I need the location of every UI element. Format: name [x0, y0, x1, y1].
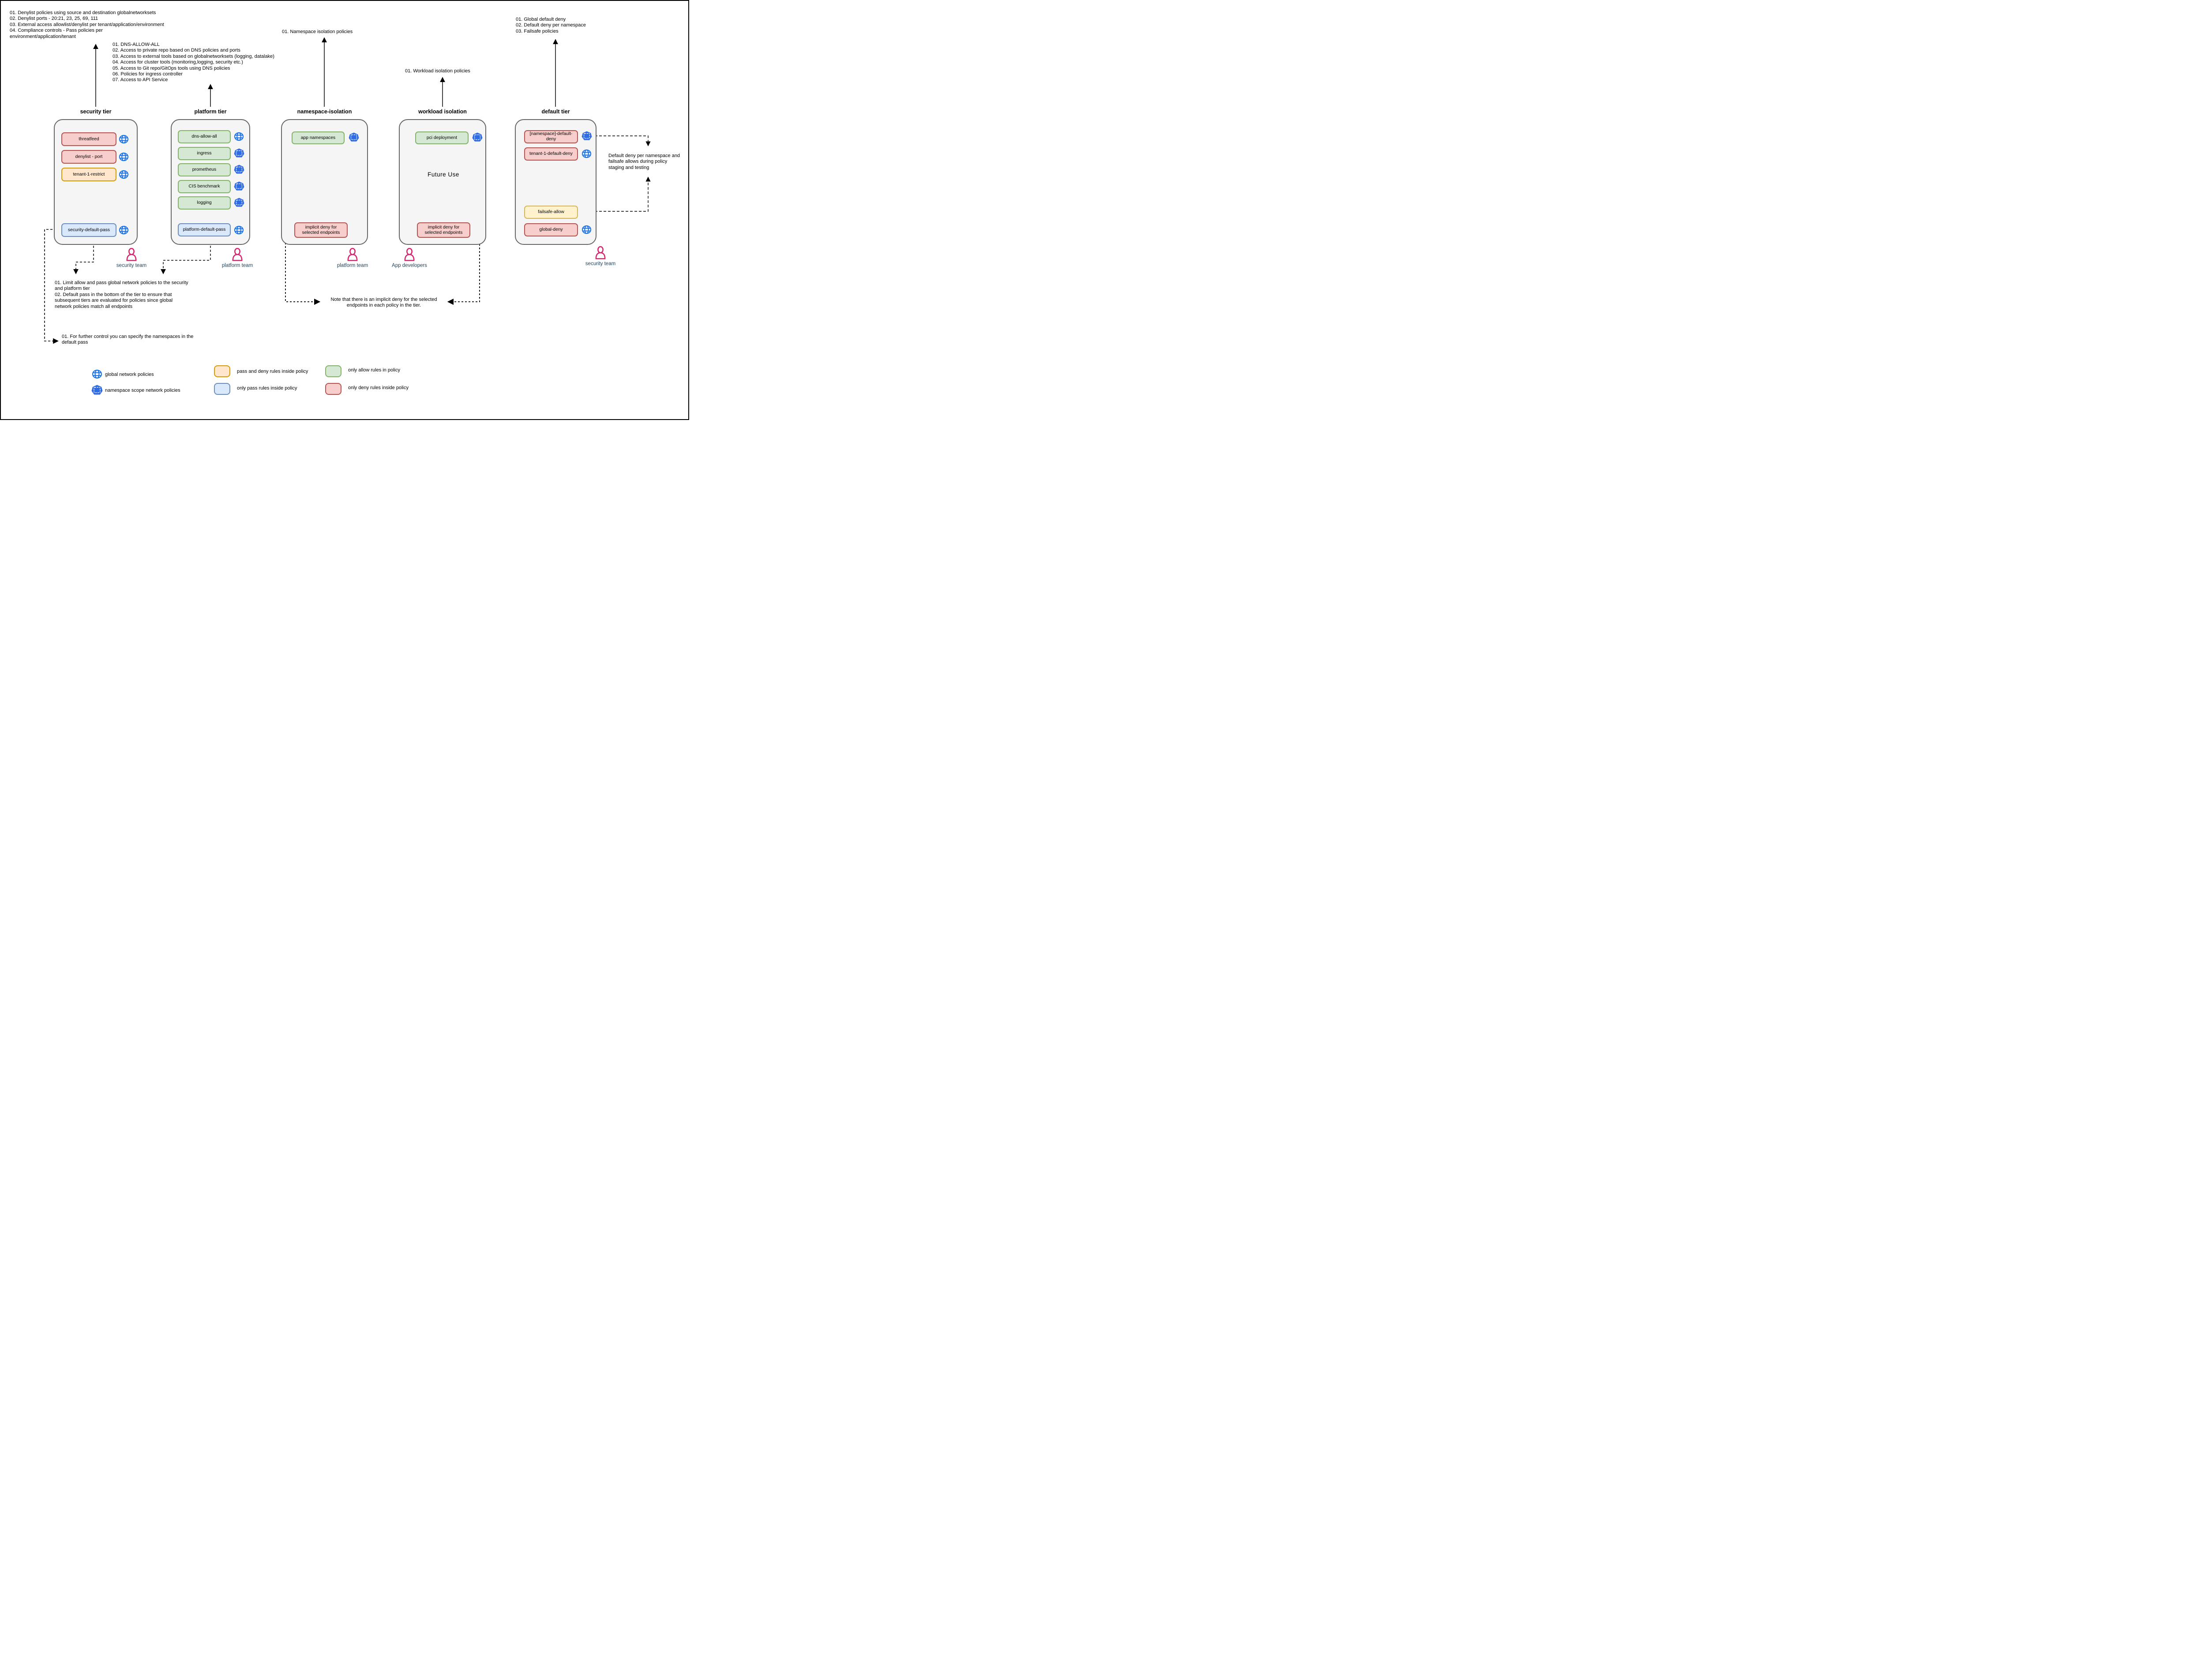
namespace-icon	[234, 198, 244, 210]
person-icon	[213, 248, 262, 261]
team-platform-2: platform team	[328, 248, 377, 268]
policy-implicit-deny: implicit deny for selected endpoints	[417, 222, 470, 238]
team-platform: platform team	[213, 248, 262, 268]
namespace-icon	[234, 148, 244, 160]
namespace-icon	[234, 181, 244, 193]
globe-icon	[119, 152, 129, 164]
further-control-note: 01. For further control you can specify …	[62, 334, 194, 345]
globe-icon	[119, 169, 129, 182]
person-icon	[107, 248, 156, 261]
default-deny-note: Default deny per namespace and failsafe …	[608, 153, 680, 170]
namespace-icon	[91, 385, 103, 398]
tier-title-namespace-isolation: namespace-isolation	[297, 109, 352, 115]
globe-icon	[582, 149, 592, 161]
team-label: platform team	[337, 263, 368, 268]
policy-failsafe-allow: failsafe-allow	[524, 206, 578, 219]
globe-icon	[92, 369, 102, 382]
policy-dns-allow-all: dns-allow-all	[178, 130, 231, 143]
person-icon	[385, 248, 434, 261]
namespace-icon	[472, 132, 483, 144]
policy-global-deny: global-deny	[524, 223, 578, 236]
implicit-deny-note: Note that there is an implicit deny for …	[330, 297, 437, 308]
legend-label-namespace: namespace scope network policies	[105, 388, 180, 393]
platform-tier-note: 01. DNS-ALLOW-ALL 02. Access to private …	[113, 42, 274, 83]
team-security-2: security team	[576, 246, 625, 266]
namespace-icon	[349, 132, 359, 144]
policy-cis-benchmark: CIS benchmark	[178, 180, 231, 193]
legend-label-pass-and-deny: pass and deny rules inside policy	[237, 369, 308, 374]
globe-icon	[582, 225, 592, 237]
policy-namespace-default-deny: [namespace]-default-deny	[524, 130, 578, 143]
policy-pci-deployment: pci deployment	[415, 131, 469, 144]
namespace-icon	[234, 165, 244, 176]
tier-title-security: security tier	[80, 109, 112, 115]
person-icon	[576, 246, 625, 259]
globe-icon	[234, 225, 244, 237]
tier-title-workload-isolation: workload isolation	[418, 109, 467, 115]
globe-icon	[119, 225, 129, 237]
future-use-label: Future Use	[428, 171, 459, 178]
team-security: security team	[107, 248, 156, 268]
legend-label-global: global network policies	[105, 372, 154, 377]
tier-title-platform: platform tier	[194, 109, 227, 115]
team-label: platform team	[221, 263, 253, 268]
workload-isolation-tier-box: pci deployment Future Use implicit deny …	[399, 119, 486, 245]
default-tier-box: [namespace]-default-deny tenant-1-defaul…	[515, 119, 597, 245]
legend-swatch-only-pass	[214, 383, 230, 395]
policy-prometheus: prometheus	[178, 163, 231, 176]
person-icon	[328, 248, 377, 261]
globe-icon	[234, 131, 244, 144]
namespace-icon	[582, 131, 592, 143]
namespace-isolation-note: 01. Namespace isolation policies	[282, 29, 353, 34]
policy-denylist-port: denylist - port	[61, 150, 116, 164]
team-label: App developers	[392, 263, 427, 268]
legend-swatch-only-allow	[325, 365, 341, 377]
platform-tier-box: dns-allow-all ingress prometheus CIS ben…	[171, 119, 250, 245]
policy-logging: logging	[178, 196, 231, 210]
legend-label-only-allow: only allow rules in policy	[348, 368, 400, 373]
team-label: security team	[116, 263, 147, 268]
legend-label-only-pass: only pass rules inside policy	[237, 386, 297, 391]
workload-isolation-note: 01. Workload isolation policies	[405, 68, 470, 74]
diagram-canvas: 01. Denylist policies using source and d…	[0, 0, 689, 420]
policy-tenant-1-default-deny: tenant-1-default-deny	[524, 147, 578, 161]
limit-allow-note: 01. Limit allow and pass global network …	[55, 280, 188, 309]
security-tier-box: threatfeed denylist - port tenant-1-rest…	[54, 119, 138, 245]
policy-security-default-pass: security-default-pass	[61, 223, 116, 237]
team-label: security team	[585, 261, 616, 266]
legend-label-only-deny: only deny rules inside policy	[348, 385, 409, 390]
tier-title-default: default tier	[541, 109, 570, 115]
policy-app-namespaces: app namespaces	[292, 131, 345, 144]
policy-tenant-1-restrict: tenant-1-restrict	[61, 168, 116, 181]
policy-implicit-deny: implicit deny for selected endpoints	[294, 222, 348, 238]
policy-threatfeed: threatfeed	[61, 132, 116, 146]
team-app-developers: App developers	[385, 248, 434, 268]
policy-ingress: ingress	[178, 147, 231, 160]
globe-icon	[119, 134, 129, 146]
security-tier-note: 01. Denylist policies using source and d…	[10, 10, 164, 39]
namespace-isolation-tier-box: app namespaces implicit deny for selecte…	[281, 119, 368, 245]
policy-platform-default-pass: platform-default-pass	[178, 223, 231, 236]
legend-swatch-pass-and-deny	[214, 365, 230, 377]
default-tier-note: 01. Global default deny 02. Default deny…	[516, 17, 586, 34]
legend-swatch-only-deny	[325, 383, 341, 395]
